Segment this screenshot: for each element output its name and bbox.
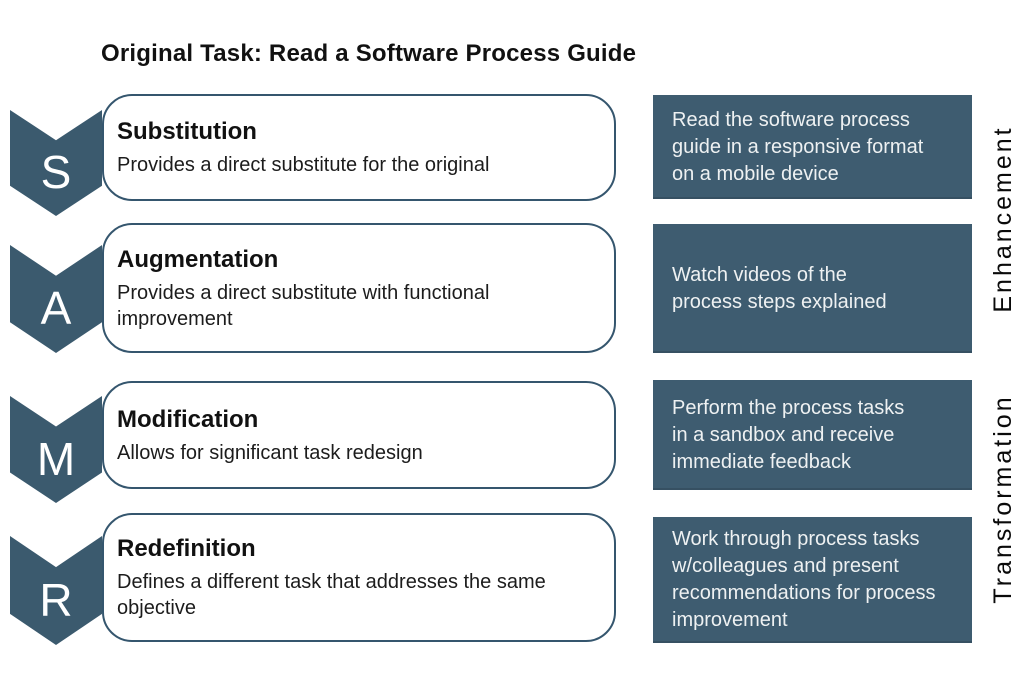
example-text: Watch videos of the process steps explai… (672, 263, 887, 313)
example-text: Read the software process guide in a res… (672, 108, 924, 185)
step-title: Substitution (117, 118, 257, 145)
letter-badge-s: S (40, 146, 72, 198)
step-description: Provides a direct substitute for the ori… (117, 154, 490, 176)
example-card-modification: Perform the process tasks in a sandbox a… (653, 380, 972, 490)
letter-badge-a: A (40, 282, 72, 334)
letter-badge-m: M (36, 432, 76, 485)
example-text: Work through process tasks w/colleagues … (672, 528, 936, 631)
letter-badge-r: R (39, 573, 73, 626)
step-card-substitution: Substitution Provides a direct substitut… (102, 94, 616, 201)
example-text: Perform the process tasks in a sandbox a… (672, 396, 905, 473)
chevron-down-marker-a: A (10, 245, 102, 353)
step-title: Modification (117, 405, 259, 433)
chevron-down-marker-m: M (10, 396, 102, 503)
step-title: Augmentation (117, 245, 279, 273)
step-description: Provides a direct substitute with functi… (117, 281, 490, 330)
chevron-down-marker-s: S (10, 110, 102, 216)
step-title: Redefinition (117, 535, 256, 562)
example-card-augmentation: Watch videos of the process steps explai… (653, 224, 972, 353)
step-description: Allows for significant task redesign (117, 441, 423, 464)
example-card-redefinition: Work through process tasks w/colleagues … (653, 517, 972, 643)
step-card-augmentation: Augmentation Provides a direct substitut… (102, 223, 616, 353)
page-title: Original Task: Read a Software Process G… (101, 40, 637, 67)
side-label-enhancement: Enhancement (988, 125, 1017, 313)
example-card-substitution: Read the software process guide in a res… (653, 95, 972, 199)
side-label-transformation: Transformation (988, 394, 1017, 604)
step-card-redefinition: Redefinition Defines a different task th… (102, 513, 616, 642)
chevron-down-marker-r: R (10, 536, 102, 645)
step-description: Defines a different task that addresses … (117, 571, 546, 619)
step-card-modification: Modification Allows for significant task… (102, 381, 616, 489)
